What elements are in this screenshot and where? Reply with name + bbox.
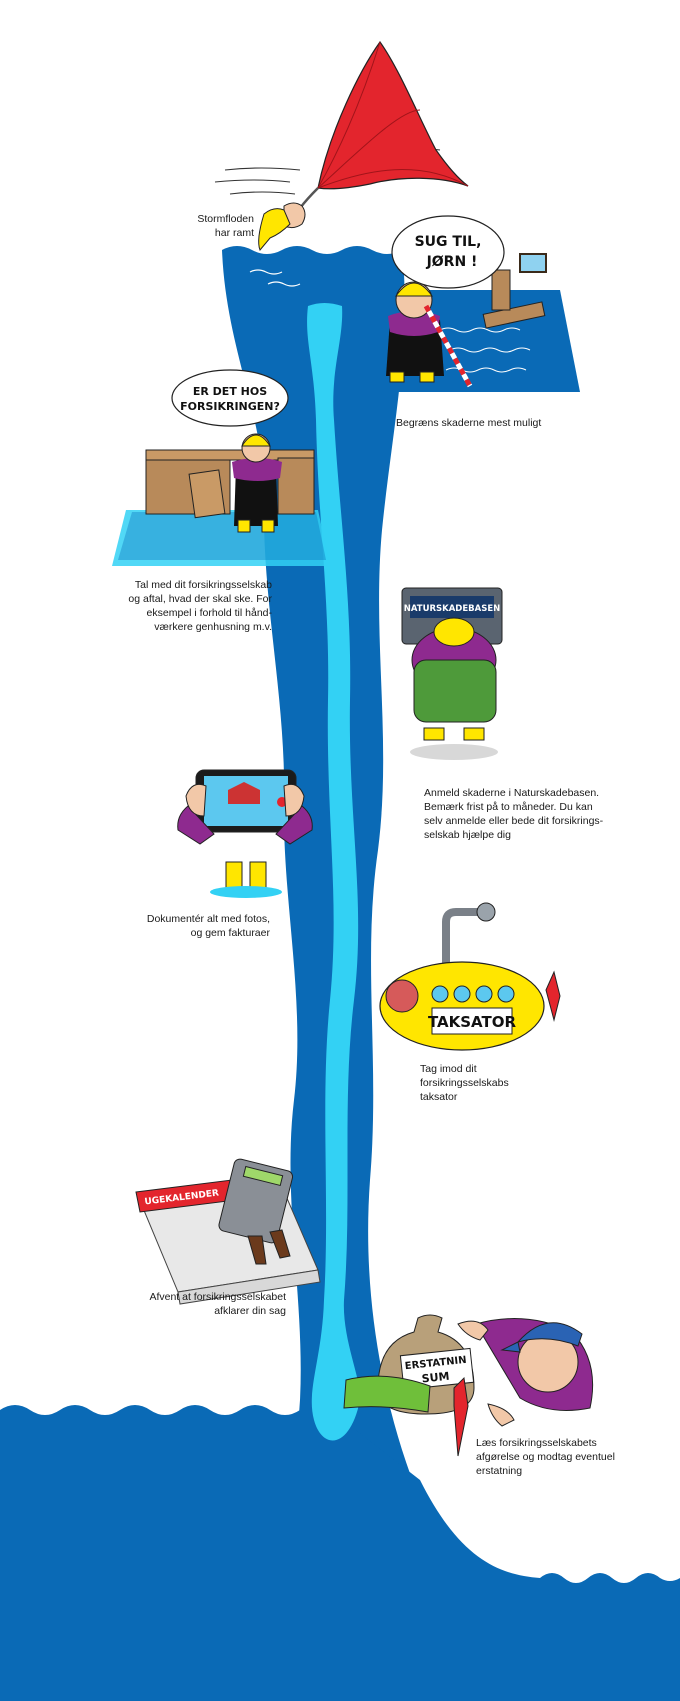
bag-label-2: SUM — [421, 1370, 450, 1386]
speech-er-det-2: FORSIKRINGEN? — [180, 400, 280, 413]
scene-phone-photo — [177, 769, 313, 898]
scene-umbrella-storm — [214, 40, 469, 251]
river-light-stream — [307, 303, 361, 1441]
screen-label: NATURSKADEBASEN — [404, 604, 501, 614]
speech-bubble-sug-til — [391, 215, 505, 289]
desk-right — [277, 457, 315, 515]
caption-dokumenter: Dokumentér alt med fotos, og gem faktura… — [146, 913, 270, 939]
caption-taksator: Tag imod dit forsikringsselskabs taksato… — [420, 1063, 509, 1103]
floating-board — [482, 301, 546, 329]
speech-er-det-1: ER DET HOS — [193, 385, 267, 398]
straw-icon — [423, 304, 473, 388]
caption-anmeld: Anmeld skaderne i Naturskadebasen. Bemær… — [424, 787, 604, 841]
caption-laes: Læs forsikringsselskabets afgørelse og m… — [476, 1437, 615, 1477]
caption-stormfloden: Stormfloden har ramt — [197, 213, 254, 239]
river-wave-lines — [249, 269, 301, 287]
scene-desk-flood: ER DET HOS FORSIKRINGEN? — [112, 369, 330, 566]
scene-submarine: TAKSATOR — [379, 902, 561, 1051]
sea-bottom — [0, 1405, 680, 1701]
cap-icon — [500, 1322, 583, 1353]
office-chair — [413, 659, 497, 723]
rain-hat-icon — [395, 282, 433, 297]
caption-tal-med: Tal med dit forsikringsselskab og aftal,… — [128, 579, 272, 633]
desk-open-door — [188, 469, 226, 519]
river-dark — [222, 246, 560, 1701]
sub-label: TAKSATOR — [428, 1013, 517, 1031]
speech-bubble-forsikring — [171, 369, 289, 427]
umbrella-icon — [317, 40, 469, 190]
door — [491, 269, 511, 311]
speech-sug-til-2: JØRN ! — [426, 254, 478, 270]
scene-compensation: ERSTATNIN SUM — [343, 1314, 594, 1457]
yellow-sleeve — [258, 208, 291, 251]
speech-sug-til-1: SUG TIL, — [415, 234, 482, 250]
scene-flooded-room: SUG TIL, JØRN ! — [374, 215, 580, 392]
scene-computer: NATURSKADEBASEN — [401, 587, 503, 760]
scene-calendar-calculator: UGEKALENDER — [135, 1158, 321, 1305]
wall-picture — [519, 253, 547, 273]
caption-afvent: Afvent at forsikringsselskabet afklarer … — [149, 1291, 286, 1317]
caption-begraens: Begræns skaderne mest muligt — [396, 417, 542, 429]
